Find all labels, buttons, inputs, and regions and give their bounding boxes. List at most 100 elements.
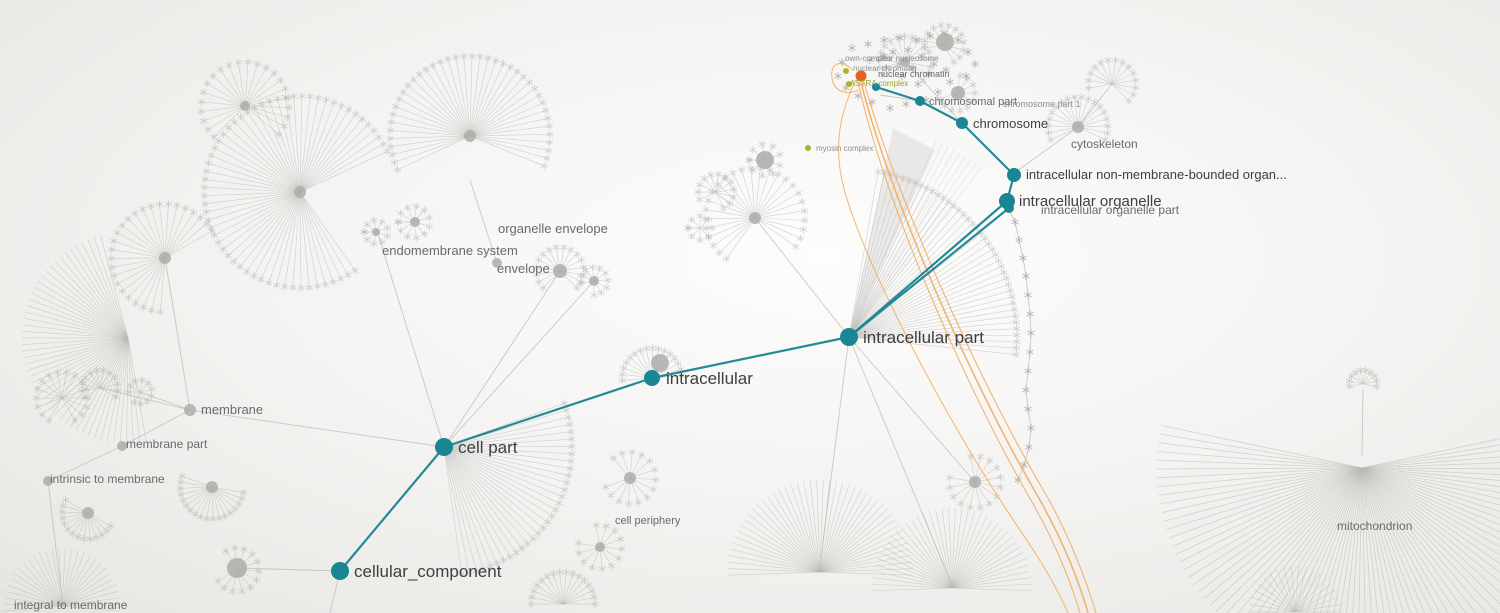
graph-label[interactable]: cellular_component [354,562,502,581]
graph-node-selected[interactable] [956,117,968,129]
cluster-spoke-edge [237,112,301,193]
cluster-spoke-edge [715,217,756,257]
graph-node-gray[interactable] [227,558,247,578]
cluster-spoke-edge [131,377,141,393]
graph-label[interactable]: intracellular non-membrane-bounded organ… [1026,167,1287,182]
cluster-spoke-edge [148,257,166,314]
graph-node-selected[interactable] [644,370,660,386]
graph-label[interactable]: chromosome [973,116,1048,131]
cluster-spoke-edge [225,61,246,107]
cluster-spoke-edge [1361,467,1500,512]
cluster-spoke-edge [3,604,63,607]
cluster-spoke-edge [1361,467,1500,556]
graph-edge [848,336,953,586]
graph-node-gray[interactable] [756,151,774,169]
graph-node-gray[interactable] [206,481,218,493]
graph-node-green[interactable] [805,145,811,151]
cluster-spoke-edge [469,114,552,137]
graph-node-gray[interactable] [372,228,380,236]
graph-label[interactable]: ASTRA complex [850,79,908,88]
graph-node-gray[interactable] [464,130,476,142]
cluster-spoke-edge [443,446,575,465]
graph-node-selected[interactable] [1004,203,1014,213]
cluster-spoke-edge [714,180,756,219]
graph-label[interactable]: nuclear chromatin [853,64,917,73]
graph-node-selected[interactable] [915,96,925,106]
graph-label[interactable]: integral to membrane [14,598,128,612]
graph-node-selected[interactable] [840,328,858,346]
cluster-spoke-edge [443,446,573,480]
graph-node-selected[interactable] [1007,168,1021,182]
cluster-spoke-edge [819,555,911,573]
graph-label[interactable]: intracellular part [863,328,984,347]
cluster-spoke-edge [715,191,737,201]
graph-node-gray[interactable] [410,217,420,227]
graph-edge [754,217,850,338]
graph-node-green[interactable] [846,81,852,87]
cluster-spoke-edge [715,191,728,213]
graph-label[interactable]: chromosome part 1 [1003,99,1081,109]
cluster-spoke-edge [273,94,301,193]
graph-node-selected[interactable] [435,438,453,456]
cluster-spoke-edge [819,486,856,573]
graph-node-gray[interactable] [651,354,669,372]
cluster-spoke-edge [543,572,564,605]
graph-label[interactable]: intracellular organelle [1019,193,1162,210]
cluster-spoke-edge [1111,83,1133,105]
graph-label[interactable]: clear nucleosome [876,54,939,63]
graph-label[interactable]: mitochondrion [1337,519,1412,533]
cluster-spoke-edge [1097,59,1113,85]
cluster-spoke-edge [1183,467,1363,571]
graph-node-gray[interactable] [159,252,171,264]
graph-node-gray[interactable] [184,404,196,416]
graph-node-gray[interactable] [82,507,94,519]
graph-node-gray[interactable] [117,441,127,451]
graph-label[interactable]: envelope [497,261,550,276]
graph-label[interactable]: myosin complex [816,144,873,153]
graph-label[interactable]: intracellular organelle part [1041,203,1180,217]
graph-node-gray[interactable] [492,258,502,268]
cluster-spoke-edge [848,176,913,338]
cluster-spoke-edge [110,237,166,259]
graph-node-orange-chromatin[interactable] [855,70,867,82]
graph-node-gray[interactable] [951,86,965,100]
graph-node-selected[interactable] [331,562,349,580]
graph-node-gray[interactable] [1072,121,1084,133]
cluster-spoke-edge [1111,83,1137,99]
graph-label[interactable]: cell part [458,438,518,457]
graph-label[interactable]: cytoskeleton [1071,137,1138,151]
orange-relation-edge [857,81,1081,613]
graph-node-gray[interactable] [553,264,567,278]
graph-label[interactable]: endomembrane system [382,243,518,258]
graph-label[interactable]: chromosomal part [929,96,1017,108]
cluster-spoke-edge [299,92,314,193]
cluster-spoke-edge [848,184,931,338]
graph-node-gray[interactable] [624,472,636,484]
graph-node-gray[interactable] [43,476,53,486]
graph-node-gray[interactable] [749,212,761,224]
graph-label[interactable]: intracellular [666,369,753,388]
graph-label[interactable]: nuclear chromatin [878,69,950,79]
graph-label[interactable]: intrinsic to membrane [50,472,165,486]
graph-node-gray[interactable] [595,542,605,552]
graph-node-gray[interactable] [294,186,306,198]
cluster-spoke-edge [848,318,1020,338]
graph-node-gray[interactable] [900,57,910,67]
graph-node-selected[interactable] [872,83,880,91]
graph-node-gray[interactable] [969,476,981,488]
cluster-spoke-edge [877,558,953,589]
graph-label[interactable]: own-complex [845,54,892,63]
cluster-spoke-edge [1361,467,1449,613]
graph-node-gray[interactable] [240,101,250,111]
graph-label[interactable]: membrane [201,402,263,417]
cluster-spoke-edge [443,446,526,553]
graph-node-green[interactable] [843,68,849,74]
graph-label[interactable]: membrane part [126,437,208,451]
graph-label[interactable]: organelle envelope [498,221,608,236]
graph-label[interactable]: cell periphery [615,515,681,527]
graph-node-gray[interactable] [936,33,954,51]
cluster-spoke-edge [409,75,471,137]
cluster-spoke-edge [848,325,1021,338]
graph-node-gray[interactable] [589,276,599,286]
